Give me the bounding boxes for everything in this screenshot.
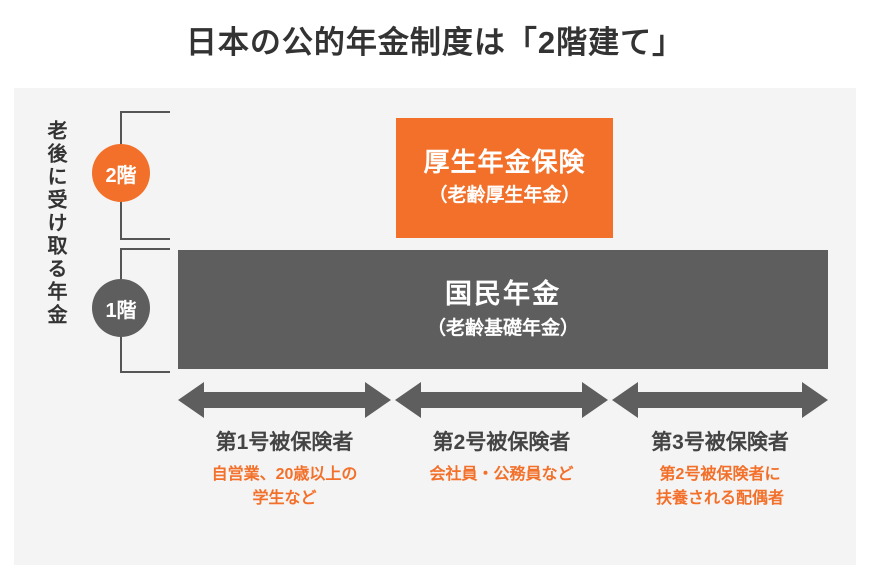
double-arrow-icon <box>178 382 391 418</box>
insured-categories-row: 第1号被保険者 自営業、20歳以上の 学生など 第2号被保険者 会社員・公務員な… <box>178 380 828 530</box>
insured-category-3-title: 第3号被保険者 <box>651 431 789 454</box>
range-arrow-1 <box>178 380 391 420</box>
insured-category-1: 第1号被保険者 自営業、20歳以上の 学生など <box>178 380 391 530</box>
insured-category-3-desc-line-2: 扶養される配偶者 <box>655 490 784 507</box>
insured-category-2-title: 第2号被保険者 <box>432 431 571 454</box>
tier-kousei-sub: （老齢厚生年金） <box>428 185 581 206</box>
insured-category-1-desc-line-1: 自営業、20歳以上の <box>211 466 358 483</box>
insured-category-3-desc-line-1: 第2号被保険者に <box>659 466 781 483</box>
insured-category-2-desc: 会社員・公務員など <box>395 463 608 487</box>
tier-kousei-name: 厚生年金保険 <box>423 147 586 177</box>
double-arrow-icon <box>395 382 608 418</box>
double-arrow-icon <box>612 382 828 418</box>
insured-category-1-desc-line-2: 学生など <box>252 490 317 507</box>
range-arrow-2 <box>395 380 608 420</box>
tier-box-kokumin-nenkin: 国民年金 （老齢基礎年金） <box>178 250 828 369</box>
tier-kokumin-name: 国民年金 <box>445 278 561 309</box>
range-arrow-3 <box>612 380 828 420</box>
floor-badge-second: 2階 <box>92 144 150 202</box>
tier-kokumin-sub: （老齢基礎年金） <box>426 317 579 339</box>
vertical-axis-label: 老後に受け取る年金 <box>44 120 66 327</box>
floor-badge-first: 1階 <box>92 279 150 337</box>
insured-category-3-desc: 第2号被保険者に 扶養される配偶者 <box>612 463 828 511</box>
insured-category-1-desc: 自営業、20歳以上の 学生など <box>178 463 391 511</box>
page-title: 日本の公的年金制度は「2階建て」 <box>185 25 685 60</box>
insured-category-3: 第3号被保険者 第2号被保険者に 扶養される配偶者 <box>612 380 828 530</box>
insured-category-2: 第2号被保険者 会社員・公務員など <box>395 380 608 530</box>
insured-category-2-desc-line-1: 会社員・公務員など <box>429 466 574 483</box>
insured-category-1-title: 第1号被保険者 <box>215 431 354 454</box>
tier-box-kousei-nenkin: 厚生年金保険 （老齢厚生年金） <box>396 118 613 238</box>
